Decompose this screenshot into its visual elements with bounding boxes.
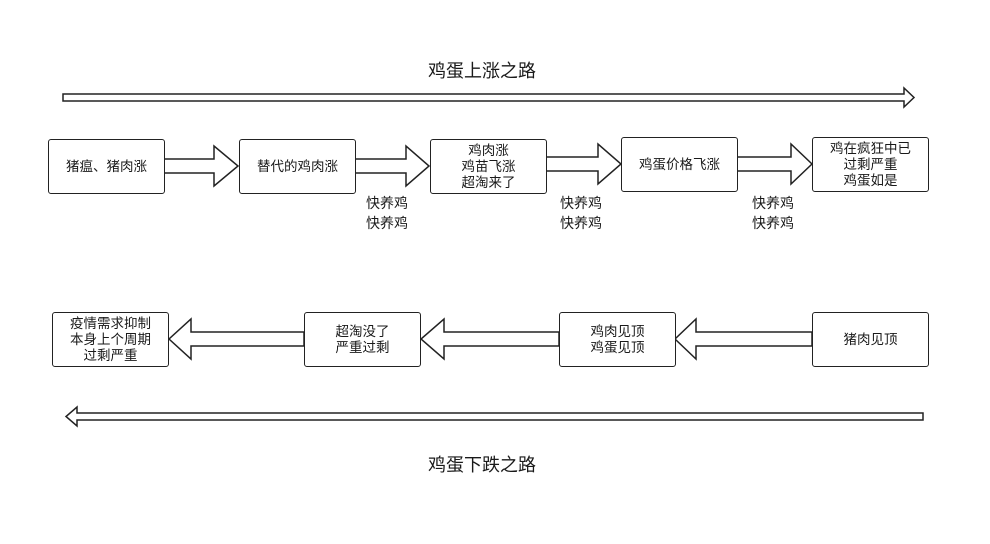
box-line: 超淘没了 — [335, 323, 390, 340]
rise-step-arrow-4 — [736, 142, 814, 186]
fall-step-4-box: 疫情需求抑制 本身上个周期 过剩严重 — [52, 312, 169, 367]
rise-step-arrow-2 — [354, 144, 431, 188]
box-line: 疫情需求抑制 — [70, 315, 151, 332]
box-line: 鸡蛋见顶 — [590, 339, 645, 356]
fall-step-arrow-2 — [419, 317, 560, 361]
rise-arrow-label-4: 快养鸡 快养鸡 — [752, 194, 794, 234]
rise-arrow-label-3: 快养鸡 快养鸡 — [560, 194, 602, 234]
fall-direction-arrow — [64, 405, 924, 428]
box-line: 猪瘟、猪肉涨 — [66, 158, 147, 175]
box-line: 鸡苗飞涨 — [461, 158, 516, 175]
fall-step-2-box: 鸡肉见顶 鸡蛋见顶 — [559, 312, 676, 367]
rise-step-arrow-1 — [163, 144, 240, 188]
box-line: 超淘来了 — [461, 174, 516, 191]
fall-step-arrow-1 — [673, 317, 813, 361]
label-line: 快养鸡 — [560, 196, 602, 212]
box-line: 过剩严重 — [83, 347, 138, 364]
rise-step-5-box: 鸡在疯狂中已 过剩严重 鸡蛋如是 — [812, 137, 929, 192]
fall-step-1-box: 猪肉见顶 — [812, 312, 929, 367]
rise-step-4-box: 鸡蛋价格飞涨 — [621, 137, 738, 192]
box-line: 过剩严重 — [843, 156, 898, 173]
label-line: 快养鸡 — [560, 216, 602, 232]
box-line: 鸡肉见顶 — [590, 323, 645, 340]
box-line: 猪肉见顶 — [843, 331, 898, 348]
fall-title: 鸡蛋下跌之路 — [428, 455, 536, 476]
box-line: 鸡蛋如是 — [843, 172, 898, 189]
rise-title: 鸡蛋上涨之路 — [428, 61, 536, 82]
box-line: 鸡蛋价格飞涨 — [639, 156, 720, 173]
box-line: 鸡肉涨 — [468, 142, 509, 159]
rise-step-1-box: 猪瘟、猪肉涨 — [48, 139, 165, 194]
label-line: 快养鸡 — [752, 196, 794, 212]
box-line: 替代的鸡肉涨 — [257, 158, 338, 175]
box-line: 严重过剩 — [335, 339, 390, 356]
rise-step-2-box: 替代的鸡肉涨 — [239, 139, 356, 194]
rise-direction-arrow — [62, 86, 916, 109]
rise-arrow-label-2: 快养鸡 快养鸡 — [366, 194, 408, 234]
box-line: 鸡在疯狂中已 — [830, 140, 911, 157]
label-line: 快养鸡 — [752, 216, 794, 232]
box-line: 本身上个周期 — [70, 331, 151, 348]
rise-step-arrow-3 — [545, 142, 623, 186]
label-line: 快养鸡 — [366, 216, 408, 232]
rise-step-3-box: 鸡肉涨 鸡苗飞涨 超淘来了 — [430, 139, 547, 194]
fall-step-arrow-3 — [167, 317, 305, 361]
label-line: 快养鸡 — [366, 196, 408, 212]
fall-step-3-box: 超淘没了 严重过剩 — [304, 312, 421, 367]
